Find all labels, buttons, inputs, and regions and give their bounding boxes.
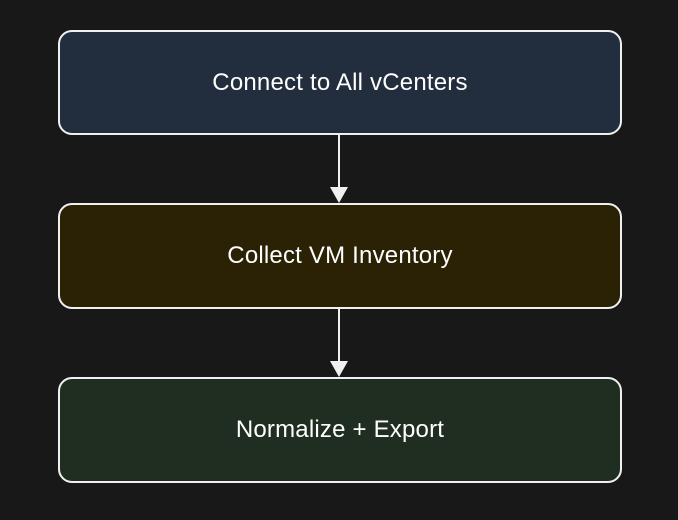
flow-edge-connect-to-collect [0,135,678,203]
arrow-head-down-icon [330,187,348,203]
arrow-head-down-icon [330,361,348,377]
flow-node-label-normalize-export: Normalize + Export [235,416,445,443]
arrow-line [338,309,340,361]
flow-node-label-collect-vm-inventory: Collect VM Inventory [227,242,453,269]
arrow-line [338,135,340,187]
flow-edge-collect-to-normalize [0,309,678,377]
flow-node-normalize-export: Normalize + Export [58,377,622,483]
flow-node-label-connect-vcenters: Connect to All vCenters [212,68,468,96]
flow-node-collect-vm-inventory: Collect VM Inventory [58,203,622,309]
flow-node-connect-vcenters: Connect to All vCenters [58,30,622,135]
